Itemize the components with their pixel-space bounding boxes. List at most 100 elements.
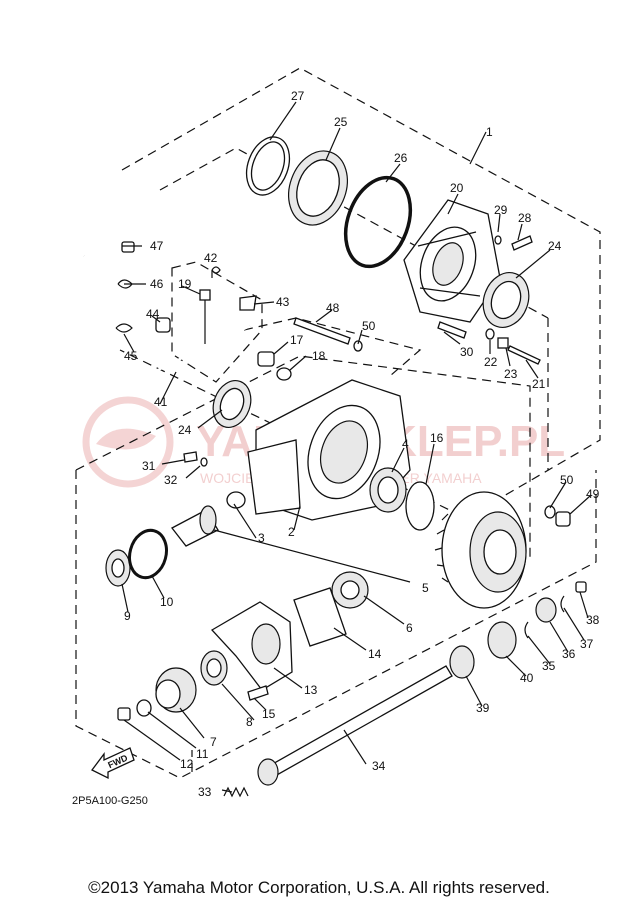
diagram-code: 2P5A100-G250 <box>72 795 148 807</box>
part-50-washer-upper <box>353 340 363 352</box>
callout-50-right: 50 <box>560 473 574 487</box>
callout-2: 2 <box>288 525 295 539</box>
part-29-washer <box>494 235 502 245</box>
callout-12: 12 <box>180 757 194 771</box>
part-47-union <box>121 241 135 253</box>
part-22-washer <box>485 328 495 340</box>
part-6-inner <box>340 580 360 600</box>
callout-32: 32 <box>164 473 178 487</box>
callout-50-upper: 50 <box>362 319 376 333</box>
part-15-bolt <box>247 685 269 701</box>
callout-20: 20 <box>450 181 464 195</box>
part-4-inner <box>377 476 399 504</box>
part-33-spring <box>223 786 249 798</box>
part-50-washer-right <box>544 505 556 519</box>
callout-5: 5 <box>422 581 429 595</box>
part-28-bolt <box>511 235 533 251</box>
part-42-clip <box>211 266 221 274</box>
callout-40: 40 <box>520 671 534 685</box>
part-8-inner <box>206 658 222 678</box>
copyright-notice: ©2013 Yamaha Motor Corporation, U.S.A. A… <box>88 878 550 897</box>
part-48-bolt <box>293 317 351 345</box>
callout-34: 34 <box>372 759 386 773</box>
callout-24-lower: 24 <box>178 423 192 437</box>
callout-25: 25 <box>334 115 348 129</box>
callout-11: 11 <box>196 747 209 761</box>
part-25-inner <box>296 159 340 217</box>
callout-42: 42 <box>204 251 218 265</box>
callout-18: 18 <box>312 349 326 363</box>
callout-4: 4 <box>402 437 409 451</box>
callout-46: 46 <box>150 277 164 291</box>
callout-21: 21 <box>532 377 546 391</box>
part-5-ring-gear <box>434 491 527 609</box>
part-7-coupling-gear <box>155 667 197 713</box>
part-16-shim <box>405 481 435 531</box>
callout-1: 1 <box>486 125 493 139</box>
part-14-gasket <box>293 587 347 647</box>
callout-22: 22 <box>484 355 498 369</box>
part-31-bolt <box>183 451 198 463</box>
callout-16: 16 <box>430 431 444 445</box>
callout-3: 3 <box>258 531 265 545</box>
callout-8: 8 <box>246 715 253 729</box>
part-12-nut <box>117 707 131 721</box>
part-37-circlip <box>560 595 565 613</box>
callout-10: 10 <box>160 595 174 609</box>
callout-35: 35 <box>542 659 556 673</box>
part-23-plug <box>497 337 509 349</box>
part-36-bearing <box>535 597 557 623</box>
callout-38: 38 <box>586 613 600 627</box>
part-32-washer <box>200 457 208 467</box>
callout-24-upper: 24 <box>548 239 562 253</box>
callout-numbers: 27 25 26 1 20 29 28 24 30 22 23 21 47 46… <box>124 89 600 799</box>
callout-29: 29 <box>494 203 508 217</box>
lower-assembly-outline <box>75 355 597 779</box>
callout-39: 39 <box>476 701 490 715</box>
part-34-spline-end <box>257 758 279 786</box>
part-13-bore <box>251 623 281 665</box>
part-27-inner <box>250 141 286 191</box>
callout-41: 41 <box>154 395 168 409</box>
part-21-stud-bolt <box>507 345 541 365</box>
callout-6: 6 <box>406 621 413 635</box>
part-26-o-ring <box>343 175 413 269</box>
callout-9: 9 <box>124 609 131 623</box>
part-20-gear-case-cover <box>403 199 501 323</box>
callout-28: 28 <box>518 211 532 225</box>
exploded-parts-diagram: YAMAHAKLEP.PL WOJCIECH STASZCZYK DEALER … <box>72 67 601 807</box>
callout-45: 45 <box>124 349 138 363</box>
leader-lines <box>121 101 591 793</box>
part-30-bolt <box>437 321 467 339</box>
part-40-gear <box>487 621 517 659</box>
callout-36: 36 <box>562 647 576 661</box>
breather-group-outline <box>243 317 422 377</box>
part-10-o-ring <box>128 528 168 580</box>
callout-19: 19 <box>178 277 192 291</box>
part-39-coupling <box>449 645 475 679</box>
callout-27: 27 <box>291 89 305 103</box>
callout-47: 47 <box>150 239 164 253</box>
callout-30: 30 <box>460 345 474 359</box>
pinion-gear-teeth <box>199 505 217 535</box>
part-24-upper-inner <box>490 280 522 320</box>
part-35-circlip <box>524 621 529 639</box>
part-19-joint <box>199 289 211 301</box>
callout-33: 33 <box>198 785 212 799</box>
callout-15: 15 <box>262 707 276 721</box>
part-3-collar <box>226 491 246 509</box>
callout-17: 17 <box>290 333 304 347</box>
callout-44: 44 <box>146 307 160 321</box>
callout-7: 7 <box>210 735 217 749</box>
callout-14: 14 <box>368 647 382 661</box>
part-11-washer <box>136 699 152 717</box>
callout-37: 37 <box>580 637 594 651</box>
part-9-inner <box>111 558 125 578</box>
part-49-nut <box>555 511 571 527</box>
part-24-lower-inner <box>219 387 245 421</box>
callout-31: 31 <box>142 459 156 473</box>
callout-26: 26 <box>394 151 408 165</box>
part-18-o-ring <box>276 367 292 381</box>
callout-23: 23 <box>504 367 518 381</box>
callout-48: 48 <box>326 301 340 315</box>
